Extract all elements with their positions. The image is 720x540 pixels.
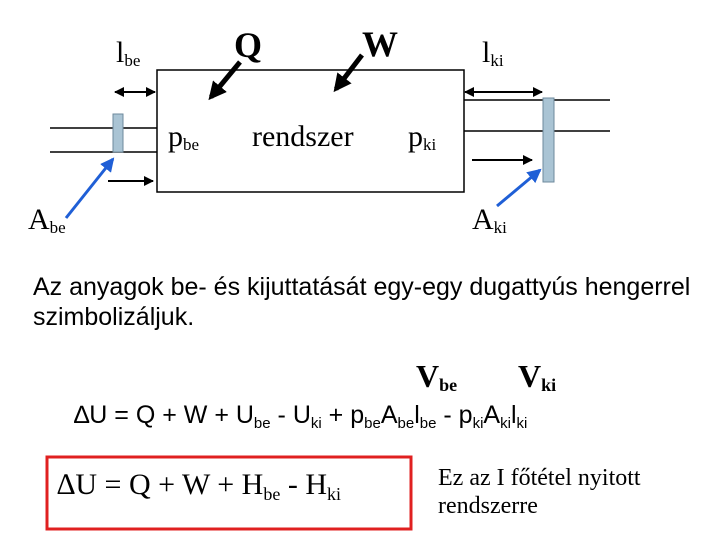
system-label: rendszer: [252, 120, 354, 153]
l-be-label: lbe: [116, 36, 141, 70]
v-be-label: Vbe: [416, 358, 458, 395]
p-ki-label: pki: [408, 120, 437, 154]
enthalpy-equation: ∆U = Q + W + Hbe - Hki: [57, 468, 342, 504]
outlet-piston: [542, 97, 555, 183]
a-be-arrow: [64, 157, 115, 219]
w-label: W: [362, 24, 398, 64]
system-box: [156, 69, 465, 193]
inlet-piston: [112, 113, 124, 153]
l-ki-label: lki: [482, 36, 504, 70]
highlight-box: [45, 455, 413, 531]
energy-balance-equation: ∆U = Q + W + Ube - Uki + pbeAbelbe - pki…: [74, 401, 528, 432]
first-law-note: Ez az I főtétel nyitott rendszerre: [438, 465, 641, 519]
v-ki-label: Vki: [518, 358, 557, 395]
p-be-label: pbe: [168, 120, 200, 154]
a-be-label: Abe: [28, 203, 66, 237]
q-label: Q: [234, 25, 263, 65]
caption-text: Az anyagok be- és kijuttatását egy-egy d…: [33, 273, 691, 331]
q-arrow: [208, 60, 242, 101]
w-arrow: [333, 53, 364, 93]
a-ki-label: Aki: [472, 203, 507, 237]
a-ki-arrow: [496, 168, 542, 208]
